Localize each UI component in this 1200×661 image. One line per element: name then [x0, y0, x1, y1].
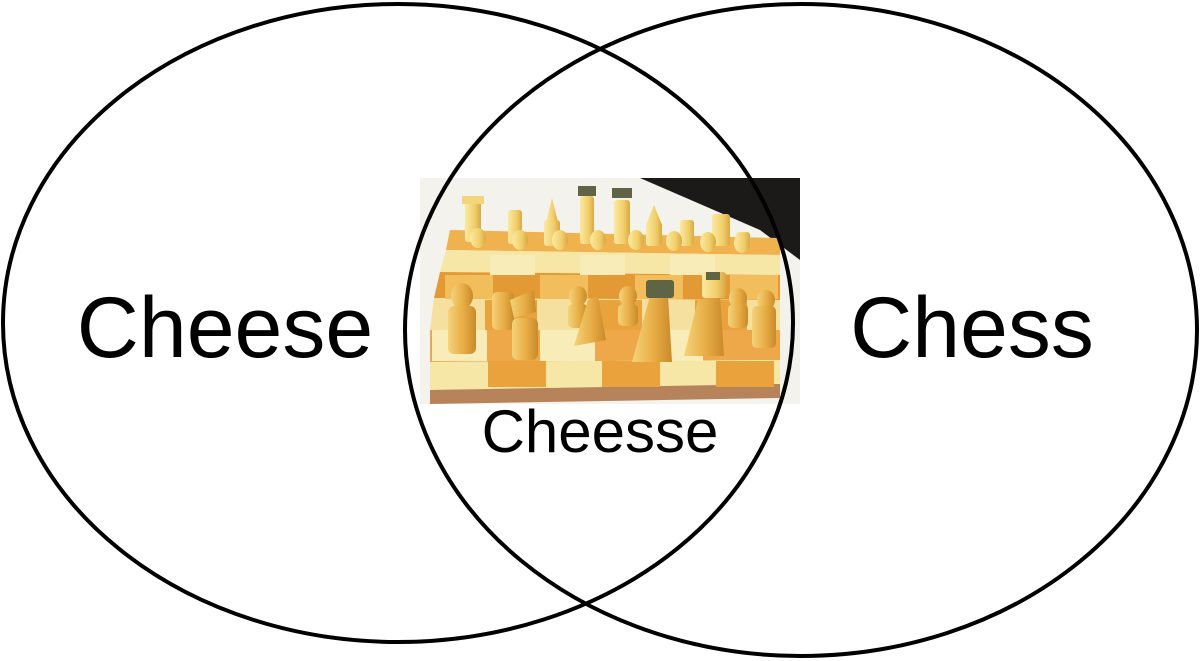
cheese-chess-pieces-back [462, 186, 750, 253]
cheese-chess-pieces-front [448, 272, 776, 362]
left-set-label: Cheese [77, 280, 373, 376]
intersection-label: Cheesse [482, 398, 719, 465]
cheese-board [430, 230, 780, 390]
right-set-label: Chess [850, 280, 1094, 376]
intersection-photo [420, 178, 800, 474]
right-set-circle [403, 2, 1199, 658]
left-set-circle [1, 2, 795, 644]
